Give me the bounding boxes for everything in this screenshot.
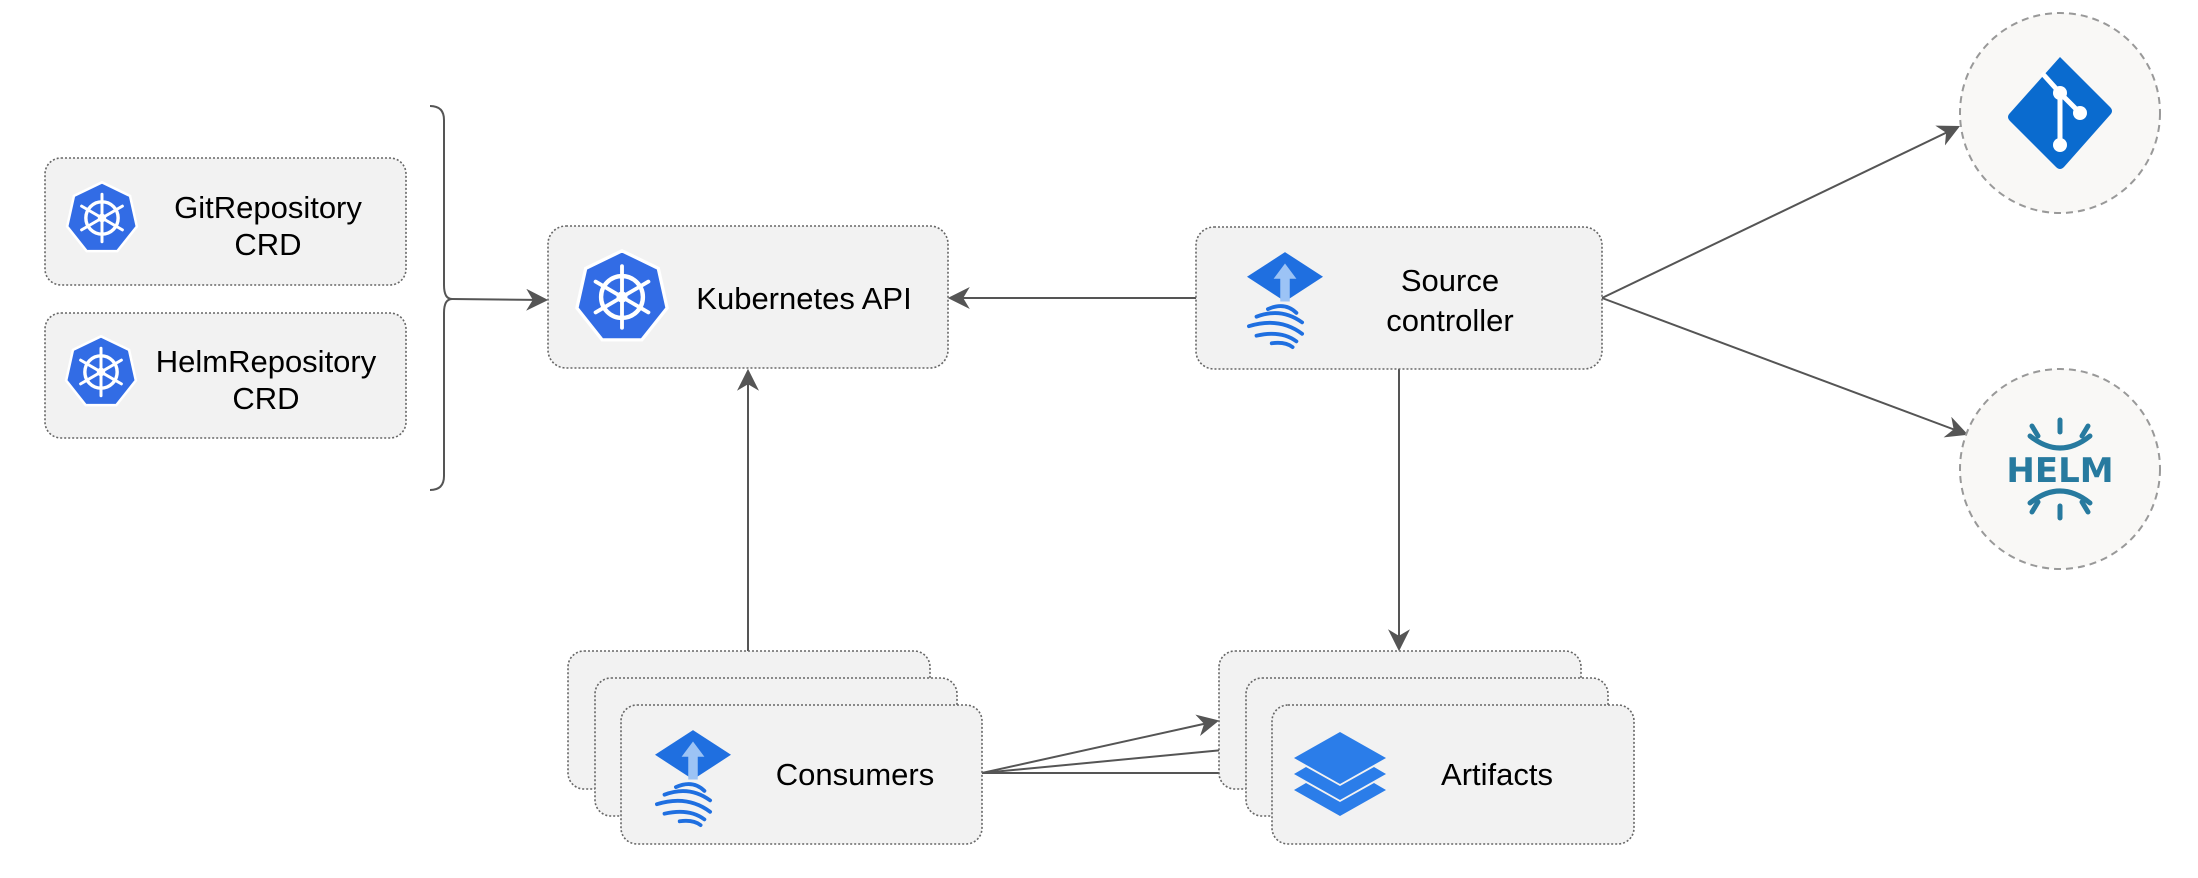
- edge-source-controller-to-helm: [1601, 297, 1969, 438]
- node-source-controller[interactable]: Source controller: [1195, 226, 1603, 370]
- node-label: Kubernetes API: [696, 281, 911, 316]
- node-label: HelmRepository: [156, 344, 377, 379]
- edge-source-controller-to-git: [1601, 125, 1960, 299]
- node-label: Consumers: [776, 757, 935, 792]
- node-git[interactable]: [1959, 12, 2161, 214]
- node-consumers[interactable]: Consumers: [567, 650, 983, 845]
- node-kubernetes-api[interactable]: Kubernetes API: [547, 225, 949, 369]
- node-label: Source: [1401, 263, 1499, 298]
- node-git-repository-crd[interactable]: GitRepository CRD: [44, 157, 407, 286]
- edge-consumers-to-artifacts-1: [981, 714, 1220, 774]
- node-label: CRD: [232, 381, 299, 416]
- node-label: GitRepository: [174, 190, 362, 225]
- helm-icon: [2027, 417, 2093, 521]
- node-label: Artifacts: [1441, 757, 1553, 792]
- node-artifacts[interactable]: Artifacts: [1218, 650, 1635, 845]
- node-label: CRD: [234, 227, 301, 262]
- crd-brace: [429, 105, 453, 491]
- helm-logo-text: HELM: [2006, 451, 2113, 491]
- edge-consumers-to-artifacts-2: [981, 738, 1247, 774]
- git-icon: [2008, 57, 2112, 169]
- node-helm[interactable]: HELM: [1959, 368, 2161, 570]
- node-label: controller: [1386, 303, 1514, 338]
- node-helm-repository-crd[interactable]: HelmRepository CRD: [44, 312, 407, 439]
- edge-crds-to-kubernetes-api: [451, 288, 549, 311]
